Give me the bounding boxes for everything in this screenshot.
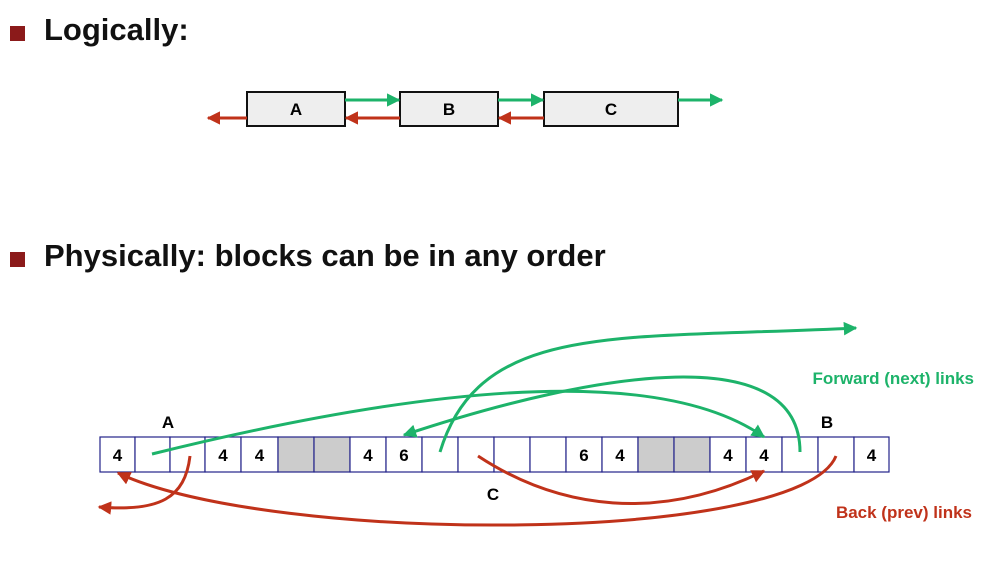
memory-cell-value: 4 [363, 446, 373, 465]
memory-cell [99, 436, 136, 473]
forward-link-a-to-b [151, 389, 766, 456]
memory-cell [601, 436, 639, 473]
memory-cell-value: 6 [399, 446, 408, 465]
legend-forward: Forward (next) links [812, 369, 974, 388]
heading-physically: Physically: blocks can be in any order [44, 238, 606, 273]
physical-label-c: C [487, 485, 499, 504]
memory-cell [745, 436, 783, 473]
memory-cell [529, 436, 567, 473]
memory-cell [673, 436, 711, 473]
legend-back: Back (prev) links [836, 503, 972, 522]
memory-cell [457, 436, 495, 473]
back-links [97, 454, 838, 527]
forward-links [151, 321, 858, 456]
memory-cell [493, 436, 531, 473]
memory-cell [853, 436, 890, 473]
block-c-label: C [605, 100, 617, 119]
memory-cell-value: 6 [579, 446, 588, 465]
memory-cell [709, 436, 747, 473]
memory-cell [637, 436, 675, 473]
block-a [246, 91, 346, 127]
forward-link-b-to-c [402, 375, 802, 453]
block-b-label: B [443, 100, 455, 119]
memory-cell [313, 436, 351, 473]
memory-cell-value: 4 [113, 446, 123, 465]
memory-cell-value: 4 [615, 446, 625, 465]
memory-cell [421, 436, 459, 473]
back-link-c-to-a [477, 454, 766, 506]
back-link-b-to-c [116, 455, 838, 527]
memory-cell [277, 436, 315, 473]
bullet-icon [10, 26, 25, 41]
bullet-icon [10, 252, 25, 267]
forward-link-c-out [438, 321, 858, 453]
block-a-label: A [290, 100, 302, 119]
back-link-a-out [97, 455, 192, 515]
memory-cell [817, 436, 855, 473]
memory-cells: 4 4 4 4 6 6 4 4 4 4 [99, 436, 890, 473]
physical-label-b: B [821, 413, 833, 432]
memory-cell [240, 436, 279, 473]
logical-list: A B C [206, 91, 724, 127]
memory-cell-value: 4 [255, 446, 265, 465]
memory-cell [204, 436, 242, 473]
physical-label-a: A [162, 413, 174, 432]
block-c [543, 91, 679, 127]
memory-cell-value: 4 [759, 446, 769, 465]
memory-cell-value: 4 [723, 446, 733, 465]
memory-cell-value: 4 [867, 446, 877, 465]
heading-logically: Logically: [44, 12, 189, 47]
memory-cell-value: 4 [218, 446, 228, 465]
block-b [399, 91, 499, 127]
